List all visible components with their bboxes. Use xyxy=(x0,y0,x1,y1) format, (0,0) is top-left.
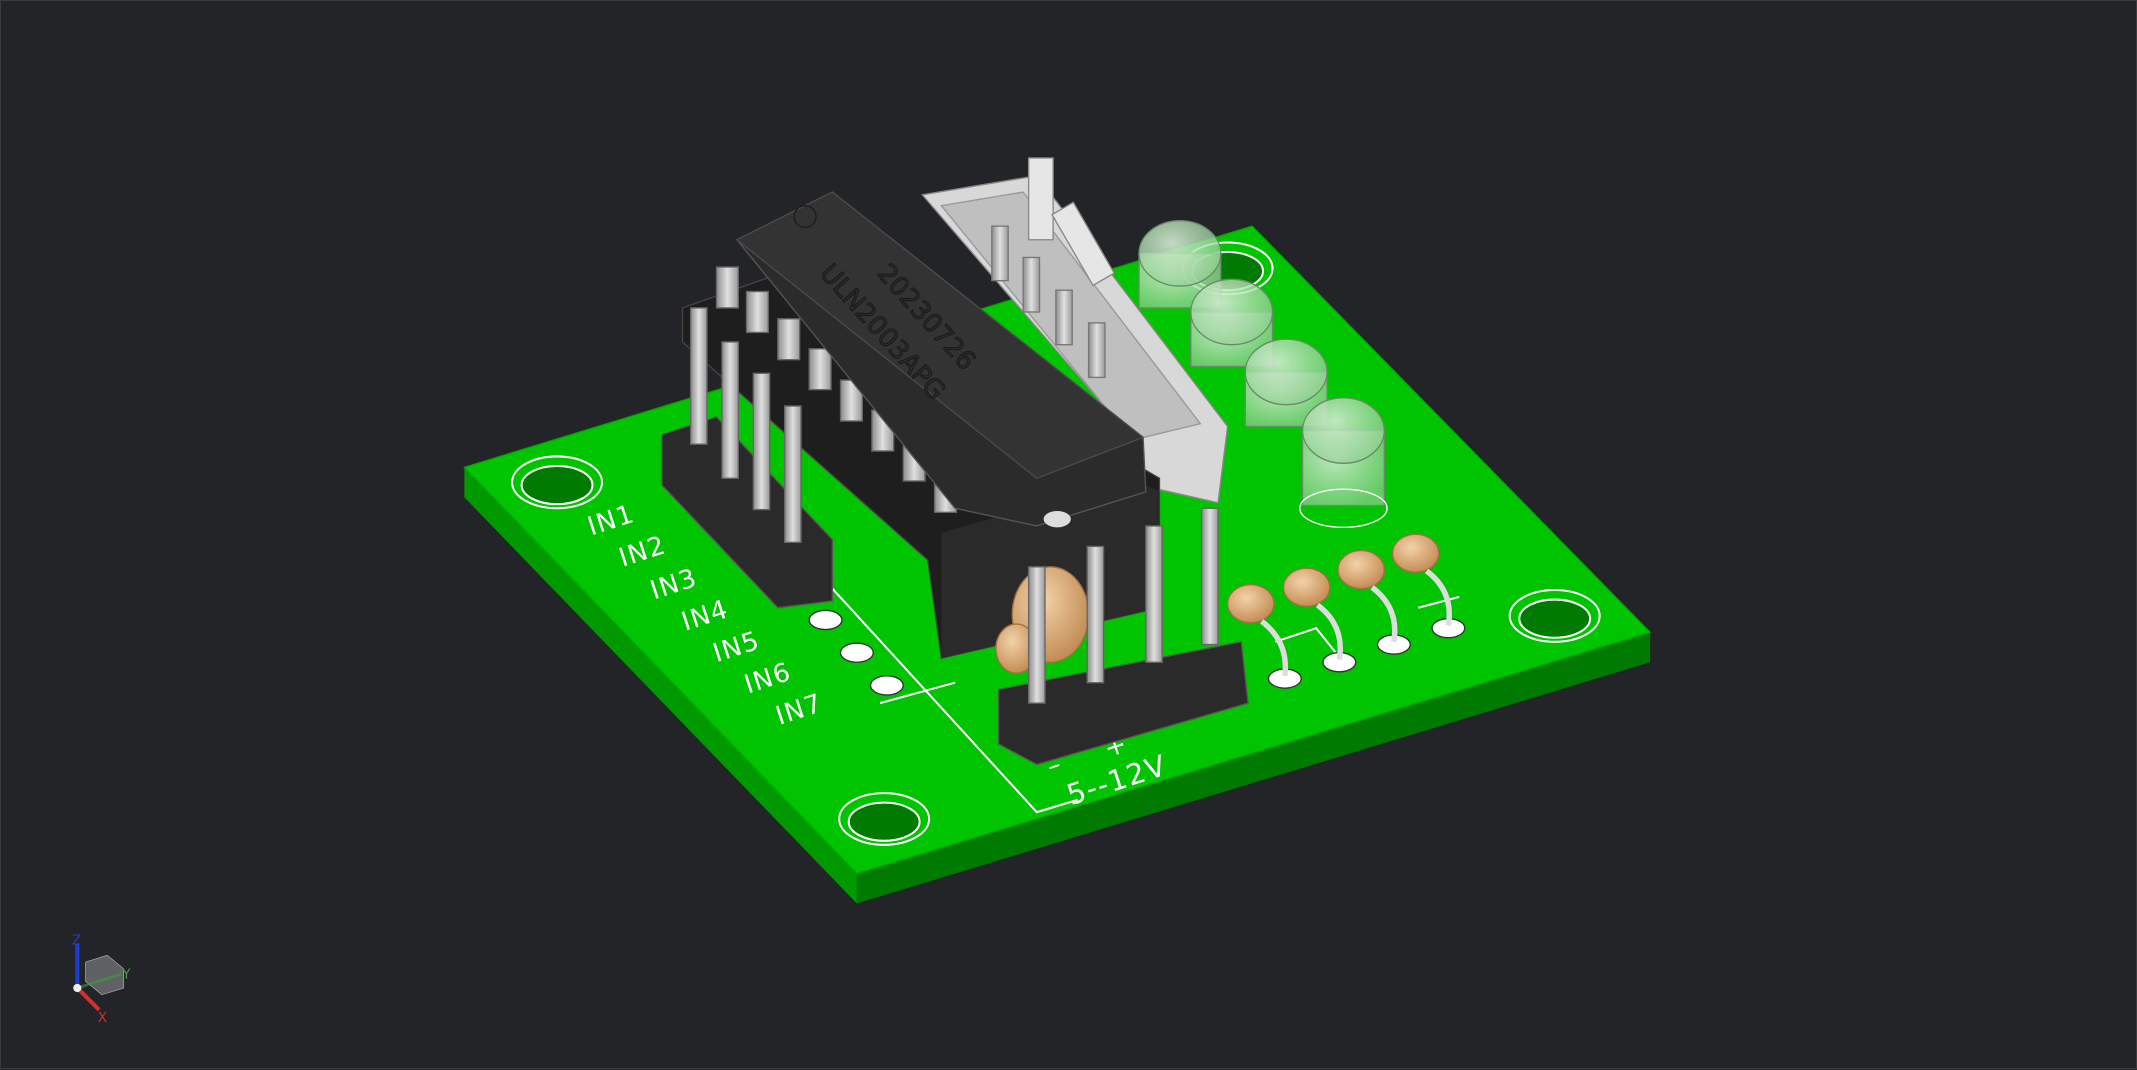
mounting-hole xyxy=(511,455,604,510)
x-axis-icon xyxy=(75,986,101,1012)
ic-chip xyxy=(735,191,1147,528)
y-axis-icon xyxy=(76,973,122,990)
y-axis-label: Y xyxy=(121,966,131,982)
power-pin-header xyxy=(997,507,1249,766)
leds xyxy=(1138,219,1388,529)
solder-pads xyxy=(808,609,1466,696)
resistors xyxy=(1226,533,1452,677)
input-pin-header xyxy=(661,307,834,609)
silkscreen-outline xyxy=(817,572,1460,814)
resistor xyxy=(1391,533,1452,626)
axis-triad[interactable]: Z Y X xyxy=(72,932,131,1026)
mounting-hole xyxy=(838,792,931,846)
resistor xyxy=(1337,549,1398,643)
view-cube-icon[interactable] xyxy=(85,954,125,996)
z-axis-label: Z xyxy=(72,932,81,948)
mounting-holes xyxy=(511,241,1601,846)
mounting-hole xyxy=(1508,588,1601,643)
resistor xyxy=(1282,567,1343,660)
resistor xyxy=(1226,583,1289,677)
jst-connector xyxy=(921,157,1229,504)
x-axis-label: X xyxy=(98,1010,107,1026)
led xyxy=(1299,397,1388,529)
